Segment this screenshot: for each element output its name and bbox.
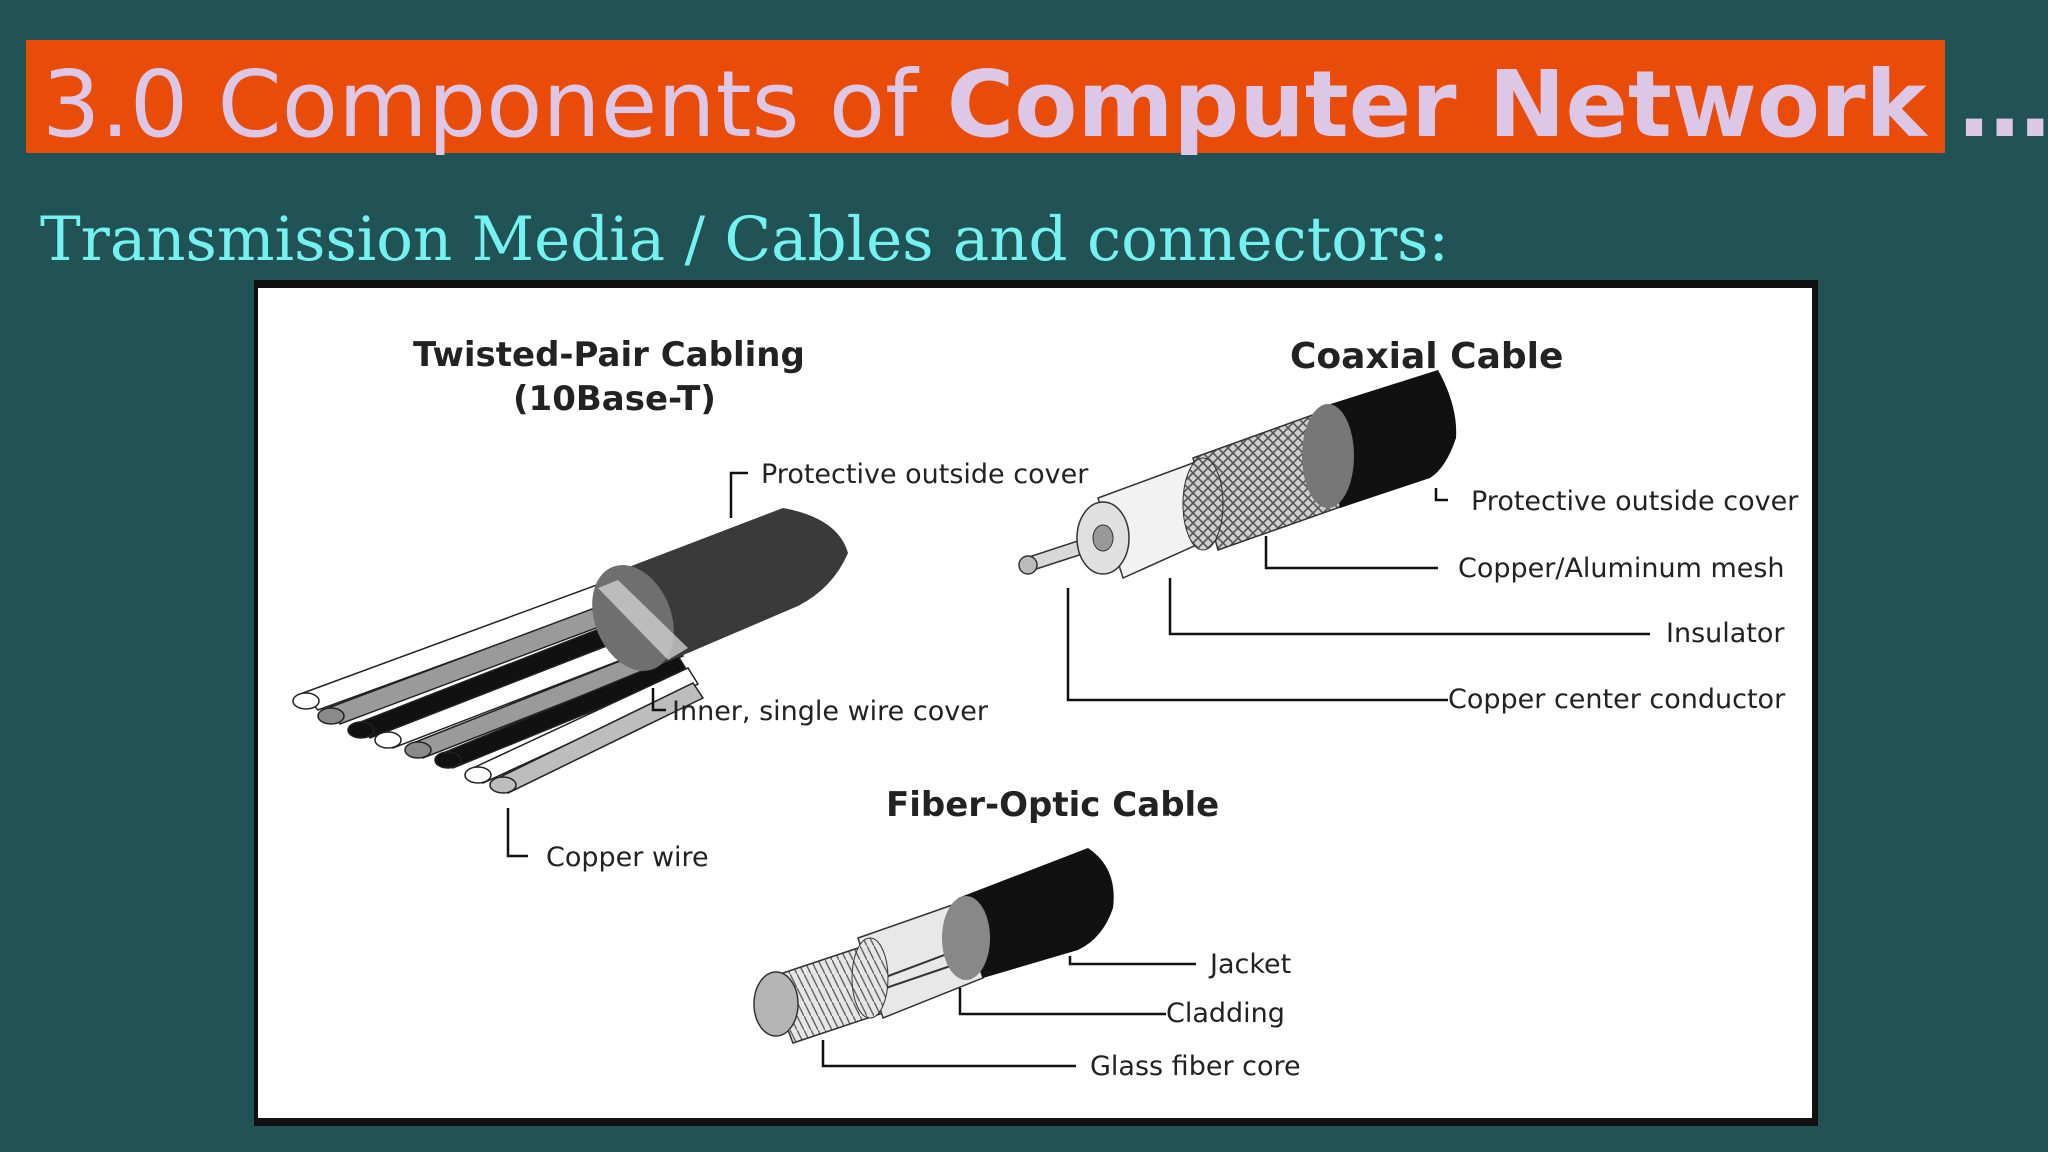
coaxial-leaders (1066, 488, 1650, 702)
fiber-core-end (753, 971, 799, 1037)
fiber-jacket (958, 848, 1114, 978)
tp-label-cover: Protective outside cover (761, 459, 1089, 490)
coax-label-cover: Protective outside cover (1471, 486, 1799, 517)
coax-label-conductor: Copper center conductor (1448, 684, 1786, 715)
slide-title: 3.0 Components of Computer Network … (42, 50, 2048, 160)
coax-mesh-end (1182, 457, 1224, 551)
twisted-pair-wire-ends (292, 692, 517, 794)
fiber-label-core: Glass fiber core (1090, 1051, 1301, 1082)
coax-label-mesh: Copper/Aluminum mesh (1458, 553, 1785, 584)
cable-diagram-svg: Twisted-Pair Cabling (10Base-T) (292, 335, 1799, 1082)
twisted-pair-wires (301, 567, 705, 794)
twisted-pair-jacket (592, 508, 848, 671)
twisted-pair-title-2: (10Base-T) (513, 379, 716, 419)
title-bold: Computer Network … (946, 51, 2048, 158)
twisted-pair-group: Twisted-Pair Cabling (10Base-T) (292, 335, 1089, 873)
fiber-group: Fiber-Optic Cable Jacket Cladding Glass … (753, 785, 1301, 1082)
title-normal: 3.0 Components of (42, 51, 947, 158)
fiber-cladding-end (851, 937, 889, 1019)
tp-label-inner: Inner, single wire cover (672, 696, 989, 727)
fiber-label-jacket: Jacket (1208, 949, 1291, 980)
coax-label-insulator: Insulator (1666, 618, 1785, 649)
fiber-leaders (821, 956, 1196, 1068)
fiber-label-cladding: Cladding (1166, 998, 1285, 1029)
coax-jacket-end (1302, 404, 1354, 508)
coaxial-group: Coaxial Cable Protective outside cover (1018, 336, 1799, 715)
tp-label-copper: Copper wire (546, 842, 709, 873)
coaxial-title: Coaxial Cable (1290, 336, 1563, 377)
coax-jacket (1318, 370, 1457, 508)
twisted-pair-leaders (506, 471, 748, 858)
title-bar (26, 40, 1945, 153)
slide-subtitle: Transmission Media / Cables and connecto… (40, 204, 1449, 275)
cable-diagram: Twisted-Pair Cabling (10Base-T) (258, 288, 1812, 1118)
fiber-jacket-end (942, 896, 990, 980)
coax-conductor-tip (1018, 555, 1038, 575)
fiber-title: Fiber-Optic Cable (886, 785, 1219, 825)
twisted-pair-title-1: Twisted-Pair Cabling (413, 335, 805, 375)
coax-conductor-core (1092, 524, 1114, 552)
